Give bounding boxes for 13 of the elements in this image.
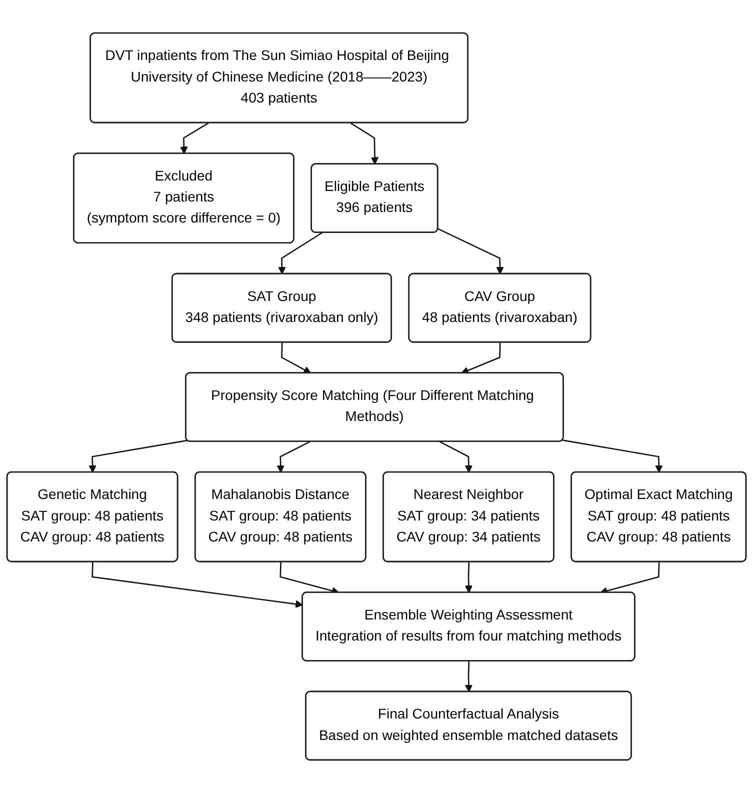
arrow [461, 342, 501, 374]
arrow [281, 342, 312, 374]
arrow [180, 122, 209, 154]
arrow [92, 562, 304, 608]
arrow [88, 440, 188, 473]
arrow [278, 232, 322, 274]
arrow [464, 562, 473, 594]
arrow [438, 228, 504, 274]
arrow [276, 441, 310, 473]
arrow [562, 440, 663, 473]
arrow [464, 661, 473, 692]
arrow [350, 122, 379, 165]
arrow [440, 441, 473, 473]
